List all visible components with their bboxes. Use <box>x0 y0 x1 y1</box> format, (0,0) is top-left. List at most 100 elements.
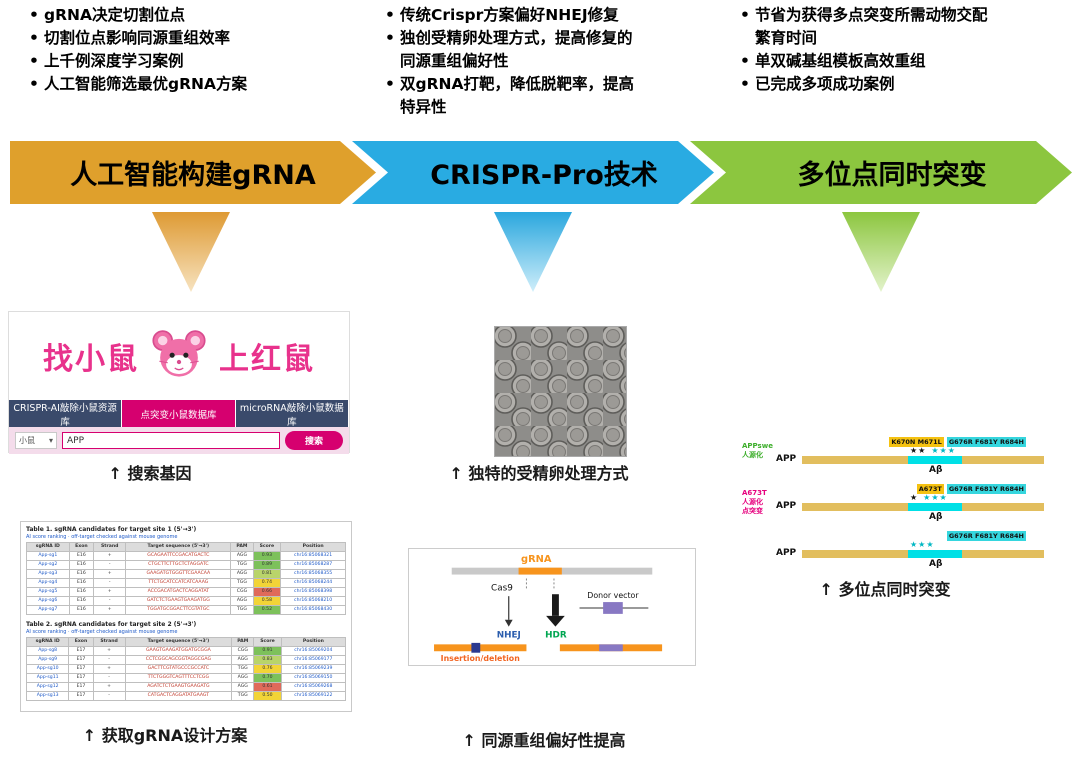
site-tab[interactable]: microRNA敲除小鼠数据库 <box>235 400 349 428</box>
nhej-label: NHEJ <box>497 630 521 640</box>
table-cell: 0.93 <box>252 551 282 561</box>
caption-multisite: ↑ 多位点同时突变 <box>819 580 951 599</box>
table-cell: TGG <box>230 578 254 588</box>
table-cell: chr16:85069204 <box>280 646 347 656</box>
gene-search-input[interactable] <box>62 432 280 449</box>
table-cell: TGG <box>231 664 255 674</box>
indel-insert-box <box>471 642 481 653</box>
gene-side-line: 人源化 <box>742 498 763 506</box>
table-cell: - <box>92 673 126 683</box>
donor-vector-label: Donor vector <box>587 591 639 600</box>
table-header-cell: Strand <box>93 542 127 552</box>
hdr-arrow-icon <box>546 615 565 627</box>
table-cell: chr16:85069150 <box>280 673 347 683</box>
table-note: AI score ranking · off-target checked ag… <box>26 629 178 635</box>
site-tab-bar: CRISPR-AI敲除小鼠资源库 点突变小鼠数据库 microRNA敲除小鼠数据… <box>9 400 349 428</box>
table-cell: AGATCTCTGAAGTGAAGATG <box>124 682 233 692</box>
table-header-cell: Exon <box>68 637 94 647</box>
table-header-cell: Position <box>280 637 347 647</box>
star-icons: ★★ <box>910 446 927 455</box>
table-header-cell: Score <box>252 542 282 552</box>
bullet-item: 节省为获得多点突变所需动物交配繁育时间 <box>737 4 991 50</box>
abeta-label: Aβ <box>929 559 943 569</box>
stage-arrow-ai-grna: 人工智能构建gRNA <box>10 141 376 204</box>
caption-hdr-preference: ↑ 同源重组偏好性提高 <box>462 731 626 750</box>
table-cell: GATCTCTGAAGTGAAGATGG <box>125 596 232 606</box>
table-cell: chr16:85068398 <box>280 587 346 597</box>
mutation-chip: G676R F681Y R684H <box>946 531 1026 541</box>
table-cell: App-sg11 <box>25 673 70 683</box>
site-tab[interactable]: 点突变小鼠数据库 <box>122 400 236 427</box>
table-header-cell: Score <box>253 637 282 647</box>
species-select-value: 小鼠 <box>19 436 35 445</box>
table-cell: - <box>93 596 127 606</box>
table-cell: TGG <box>231 691 255 701</box>
site-logo: 找小鼠 上红鼠 <box>9 312 349 400</box>
species-select[interactable]: 小鼠 ▾ <box>15 432 57 449</box>
search-button[interactable]: 搜索 <box>285 431 343 450</box>
table-cell: 0.91 <box>253 646 282 656</box>
table-title: Table 2. sgRNA candidates for target sit… <box>26 621 197 628</box>
table-cell: AGG <box>230 569 254 579</box>
bullet-item: 传统Crispr方案偏好NHEJ修复 <box>382 4 642 27</box>
bullet-item: 切割位点影响同源重组效率 <box>26 27 336 50</box>
bullet-item: 独创受精卵处理方式，提高修复的同源重组偏好性 <box>382 27 642 73</box>
table-header-cell: sgRNA ID <box>26 542 70 552</box>
table-cell: E16 <box>68 587 95 597</box>
table-cell: TGG <box>230 605 254 615</box>
bullet-item: gRNA决定切割位点 <box>26 4 336 27</box>
gene-bar <box>802 550 1044 558</box>
bullet-column-crispr-pro: 传统Crispr方案偏好NHEJ修复独创受精卵处理方式，提高修复的同源重组偏好性… <box>382 4 642 119</box>
table-cell: App-sg10 <box>25 664 70 674</box>
table-cell: 0.76 <box>253 664 282 674</box>
table-cell: App-sg13 <box>25 691 70 701</box>
table-cell: App-sg7 <box>26 605 70 615</box>
gene-side-line: A673T <box>742 489 767 497</box>
stage-arrow-multisite: 多位点同时突变 <box>690 141 1072 204</box>
grna-label: gRNA <box>521 554 552 565</box>
mutation-stars: ★★★★ <box>910 493 948 502</box>
logo-text-left: 找小鼠 <box>43 342 139 377</box>
bullet-column-multisite: 节省为获得多点突变所需动物交配繁育时间单双碱基组模板高效重组已完成多项成功案例 <box>737 4 991 96</box>
mutation-stars: ★★★ <box>910 540 935 549</box>
table-cell: TGGATGCGGACTTCGTATGC <box>125 605 232 615</box>
table-cell: + <box>93 587 127 597</box>
site-tab[interactable]: CRISPR-AI敲除小鼠资源库 <box>9 400 123 428</box>
table-cell: App-sg9 <box>25 655 70 665</box>
abeta-segment <box>908 550 962 558</box>
table-cell: E16 <box>68 605 95 615</box>
mutation-stars: ★★★★★ <box>910 446 956 455</box>
table-header-cell: sgRNA ID <box>25 637 70 647</box>
mouse-mascot-icon <box>152 330 206 377</box>
table-cell: chr16:85069239 <box>280 664 347 674</box>
hdr-label: HDR <box>545 630 567 640</box>
star-icons: ★★★ <box>923 493 948 502</box>
indel-label: Insertion/deletion <box>441 654 520 663</box>
table-cell: chr16:85068210 <box>280 596 346 606</box>
mutation-chip: G676R F681Y R684H <box>946 437 1026 447</box>
table-cell: + <box>92 646 126 656</box>
table-cell: App-sg3 <box>26 569 70 579</box>
nhej-arrow-icon <box>504 619 513 627</box>
grna-table: Table 1. sgRNA candidates for target sit… <box>26 526 346 615</box>
mutation-chip: K670N M671L <box>889 437 944 447</box>
bullet-item: 单双碱基组模板高效重组 <box>737 50 991 73</box>
gene-name-label: APP <box>776 548 797 558</box>
table-cell: chr16:85068287 <box>280 560 346 570</box>
grna-table: Table 2. sgRNA candidates for target sit… <box>25 621 347 701</box>
table-cell: TGG <box>230 560 254 570</box>
table-cell: CGG <box>230 587 254 597</box>
gene-diagram-row: G676R F681Y R684H ★★★ APP Aβ <box>742 531 1060 578</box>
mutation-chips: G676R F681Y R684H <box>946 531 1026 541</box>
table-cell: E16 <box>68 578 95 588</box>
